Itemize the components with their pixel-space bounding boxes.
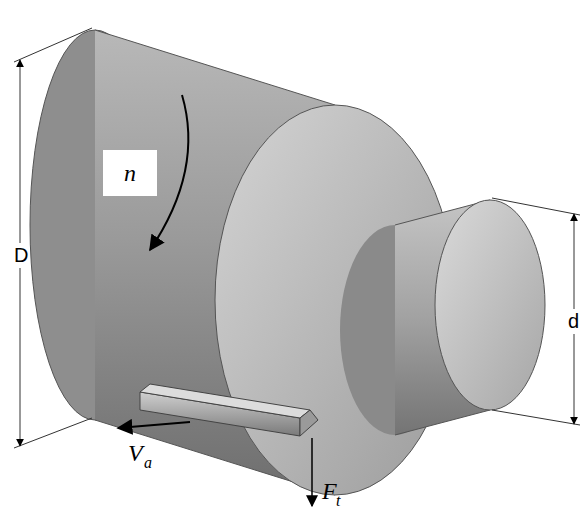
force-arrow <box>311 438 313 506</box>
dimension-label: D <box>13 243 29 268</box>
symbol-label: V <box>128 440 143 467</box>
symbol-label: F <box>322 478 337 505</box>
small-front-face <box>435 200 545 410</box>
rotation-symbol: n <box>124 160 136 187</box>
subscript-label: a <box>144 454 152 472</box>
dimension-d-big <box>14 28 92 448</box>
subscript-label: t <box>336 492 340 510</box>
dimension-d-small <box>492 198 580 425</box>
rotation-label-box: n <box>103 150 157 196</box>
feed-arrow <box>118 422 190 428</box>
dimension-label: d <box>567 309 580 334</box>
